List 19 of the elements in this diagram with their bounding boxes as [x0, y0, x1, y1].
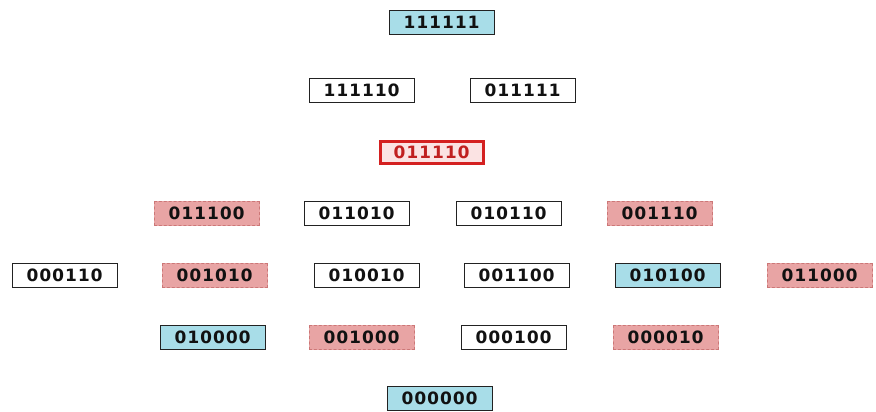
bit-string-box: 000010	[613, 325, 719, 350]
bit-string-box: 011110	[379, 140, 485, 165]
bit-string-box: 000100	[461, 325, 567, 350]
bit-string-box: 011000	[767, 263, 873, 288]
bit-string-box: 111111	[389, 10, 495, 35]
bit-string-box: 010000	[160, 325, 266, 350]
bit-string-box: 011010	[304, 201, 410, 226]
bit-string-box: 010110	[456, 201, 562, 226]
bit-string-box: 001100	[464, 263, 570, 288]
bit-string-box: 001110	[607, 201, 713, 226]
bit-string-box: 111110	[309, 78, 415, 103]
bit-string-box: 001010	[162, 263, 268, 288]
bit-string-box: 001000	[309, 325, 415, 350]
bit-string-box: 000110	[12, 263, 118, 288]
bit-string-box: 010100	[615, 263, 721, 288]
bit-string-box: 000000	[387, 386, 493, 411]
bit-string-box: 011111	[470, 78, 576, 103]
bit-string-box: 010010	[314, 263, 420, 288]
bit-string-box: 011100	[154, 201, 260, 226]
